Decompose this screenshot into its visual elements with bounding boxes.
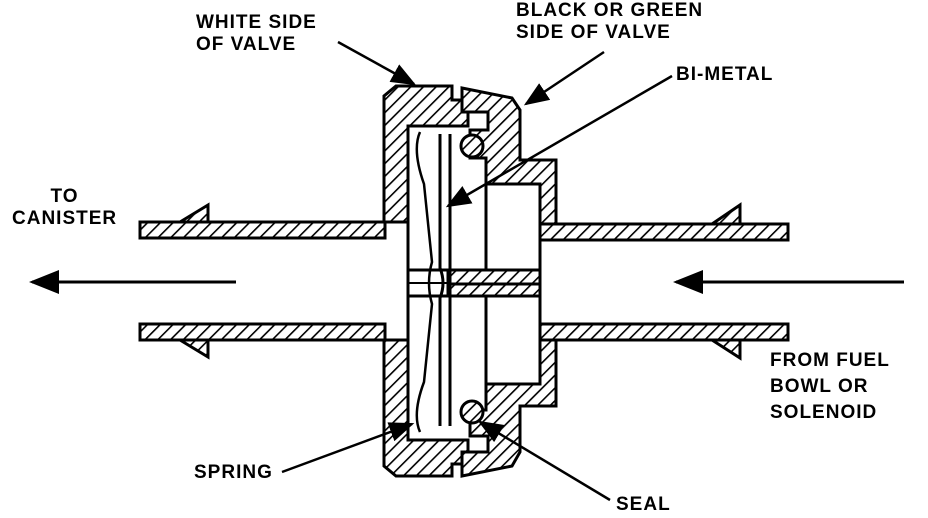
white-side-housing xyxy=(382,84,470,478)
label-from-fuel-line3: SOLENOID xyxy=(770,402,878,423)
leader-lines xyxy=(281,40,673,502)
label-to-canister-line1: TO xyxy=(50,186,79,207)
label-seal: SEAL xyxy=(616,494,671,516)
label-white-side-line1: WHITE SIDE xyxy=(196,12,317,33)
bi-metal-strip xyxy=(438,134,452,426)
label-from-fuel: FROM FUEL BOWL OR SOLENOID xyxy=(770,348,890,426)
label-black-side-line1: BLACK OR GREEN xyxy=(516,0,704,21)
leader-spring xyxy=(281,422,415,474)
label-bi-metal: BI-METAL xyxy=(676,64,773,86)
spring xyxy=(415,131,434,433)
valve-seat xyxy=(406,268,542,298)
label-black-side: BLACK OR GREEN SIDE OF VALVE xyxy=(516,0,703,44)
label-white-side: WHITE SIDE OF VALVE xyxy=(196,12,317,56)
label-to-canister: TO CANISTER xyxy=(12,186,117,230)
label-white-side-line2: OF VALVE xyxy=(196,34,297,55)
label-spring: SPRING xyxy=(194,462,273,484)
black-side-housing xyxy=(460,86,558,478)
leader-seal xyxy=(477,420,611,502)
leader-black-side xyxy=(523,50,605,106)
leader-white-side xyxy=(337,40,417,86)
label-bi-metal-text: BI-METAL xyxy=(676,64,774,85)
left-tube xyxy=(138,202,387,360)
seal-o-rings xyxy=(459,133,485,425)
label-seal-text: SEAL xyxy=(616,494,671,515)
label-from-fuel-line2: BOWL OR xyxy=(770,376,869,397)
label-from-fuel-line1: FROM FUEL xyxy=(770,350,890,371)
leader-bi-metal xyxy=(445,74,673,208)
label-black-side-line2: SIDE OF VALVE xyxy=(516,22,671,43)
label-spring-text: SPRING xyxy=(194,462,273,483)
label-to-canister-line2: CANISTER xyxy=(12,208,118,229)
